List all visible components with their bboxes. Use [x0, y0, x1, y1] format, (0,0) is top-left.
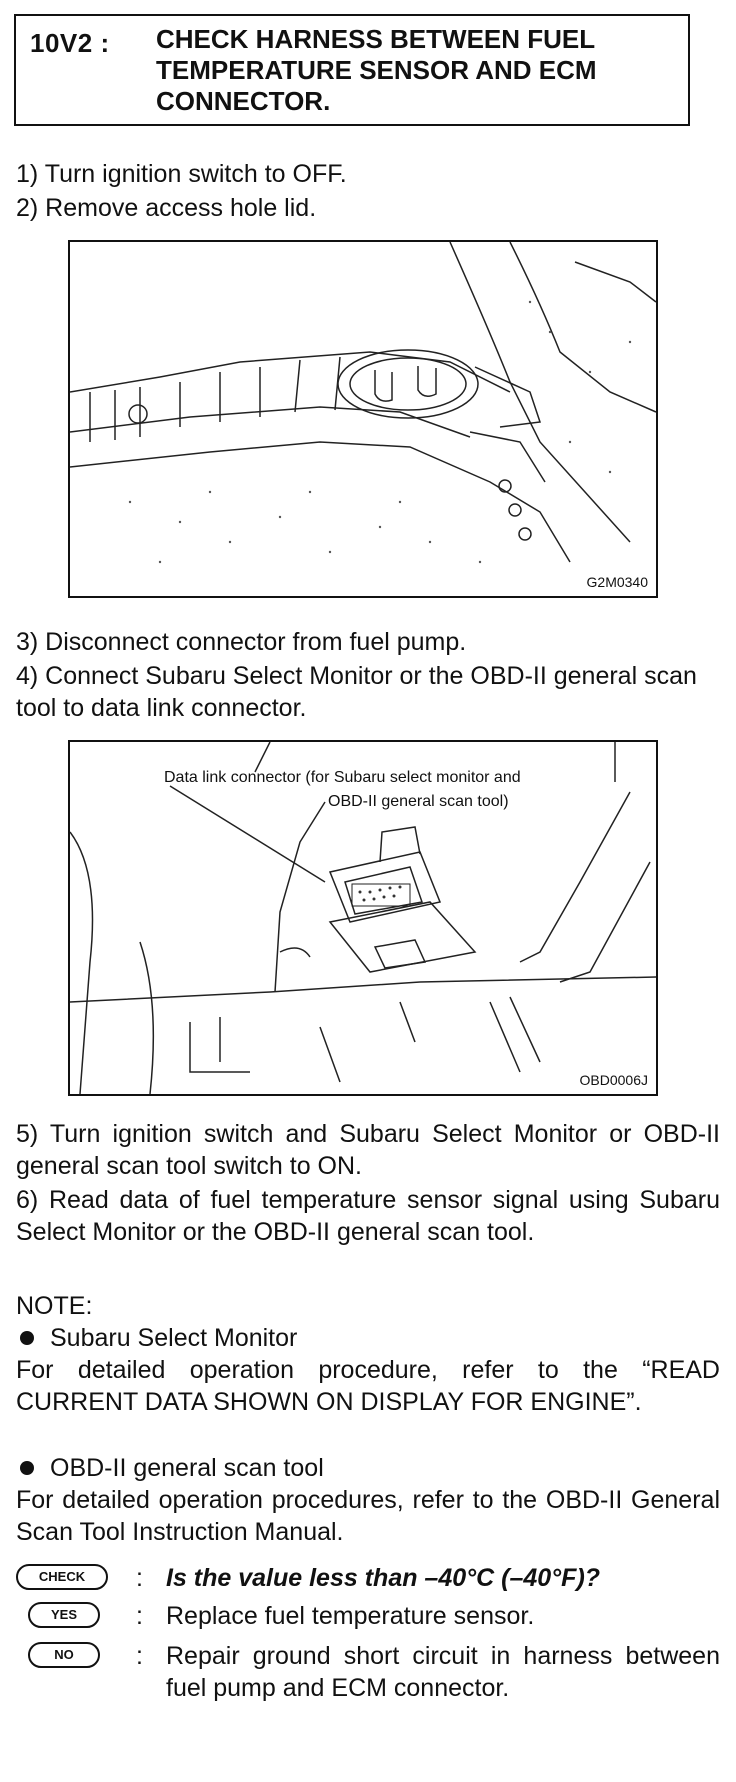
no-colon: : — [136, 1642, 143, 1670]
yes-row: YES : Replace fuel temperature sensor. — [16, 1600, 720, 1636]
note-heading: NOTE: — [16, 1292, 93, 1320]
figure-data-link-connector: Data link connector (for Subaru select m… — [68, 740, 658, 1096]
section-header-box: 10V2 : CHECK HARNESS BETWEEN FUEL TEMPER… — [14, 14, 690, 126]
step-6: 6) Read data of fuel temperature sensor … — [16, 1186, 720, 1246]
no-row: NO : Repair ground short circuit in harn… — [16, 1640, 720, 1710]
figure-label-line2: OBD-II general scan tool) — [328, 793, 509, 810]
bullet-icon — [20, 1460, 34, 1475]
no-result-text: Repair ground short circuit in harness b… — [166, 1642, 720, 1702]
figure-access-hole-lid: G2M0340 — [68, 240, 658, 598]
note-bullet-1-text: Subaru Select Monitor — [50, 1324, 298, 1352]
yes-badge: YES — [28, 1602, 100, 1628]
check-colon: : — [136, 1564, 143, 1592]
step-3: 3) Disconnect connector from fuel pump. — [16, 628, 467, 656]
note-text-1: For detailed operation procedure, refer … — [16, 1356, 720, 1416]
step-2: 2) Remove access hole lid. — [16, 194, 317, 222]
yes-colon: : — [136, 1602, 143, 1630]
no-badge: NO — [28, 1642, 100, 1668]
check-question: Is the value less than –40°C (–40°F)? — [166, 1564, 601, 1592]
section-title: CHECK HARNESS BETWEEN FUEL TEMPERATURE S… — [156, 24, 597, 116]
access-hole-illustration — [70, 242, 656, 564]
data-link-illustration: Data link connector (for Subaru select m… — [70, 742, 656, 1094]
figure-label-line1: Data link connector (for Subaru select m… — [164, 769, 521, 786]
note-bullet-1: Subaru Select Monitor — [16, 1322, 720, 1354]
yes-result-text: Replace fuel temperature sensor. — [166, 1602, 535, 1630]
figure-code: G2M0340 — [586, 574, 648, 590]
note-bullet-2-text: OBD-II general scan tool — [50, 1454, 324, 1482]
note-bullet-2: OBD-II general scan tool — [16, 1452, 720, 1484]
check-row: CHECK : Is the value less than –40°C (–4… — [16, 1562, 720, 1598]
step-1: 1) Turn ignition switch to OFF. — [16, 160, 347, 188]
note-text-2: For detailed operation procedures, refer… — [16, 1486, 720, 1546]
step-5: 5) Turn ignition switch and Subaru Selec… — [16, 1120, 720, 1180]
step-4: 4) Connect Subaru Select Monitor or the … — [16, 662, 697, 722]
section-id: 10V2 : — [30, 28, 110, 58]
bullet-icon — [20, 1330, 34, 1345]
check-badge: CHECK — [16, 1564, 108, 1590]
figure-code: OBD0006J — [579, 1072, 648, 1088]
